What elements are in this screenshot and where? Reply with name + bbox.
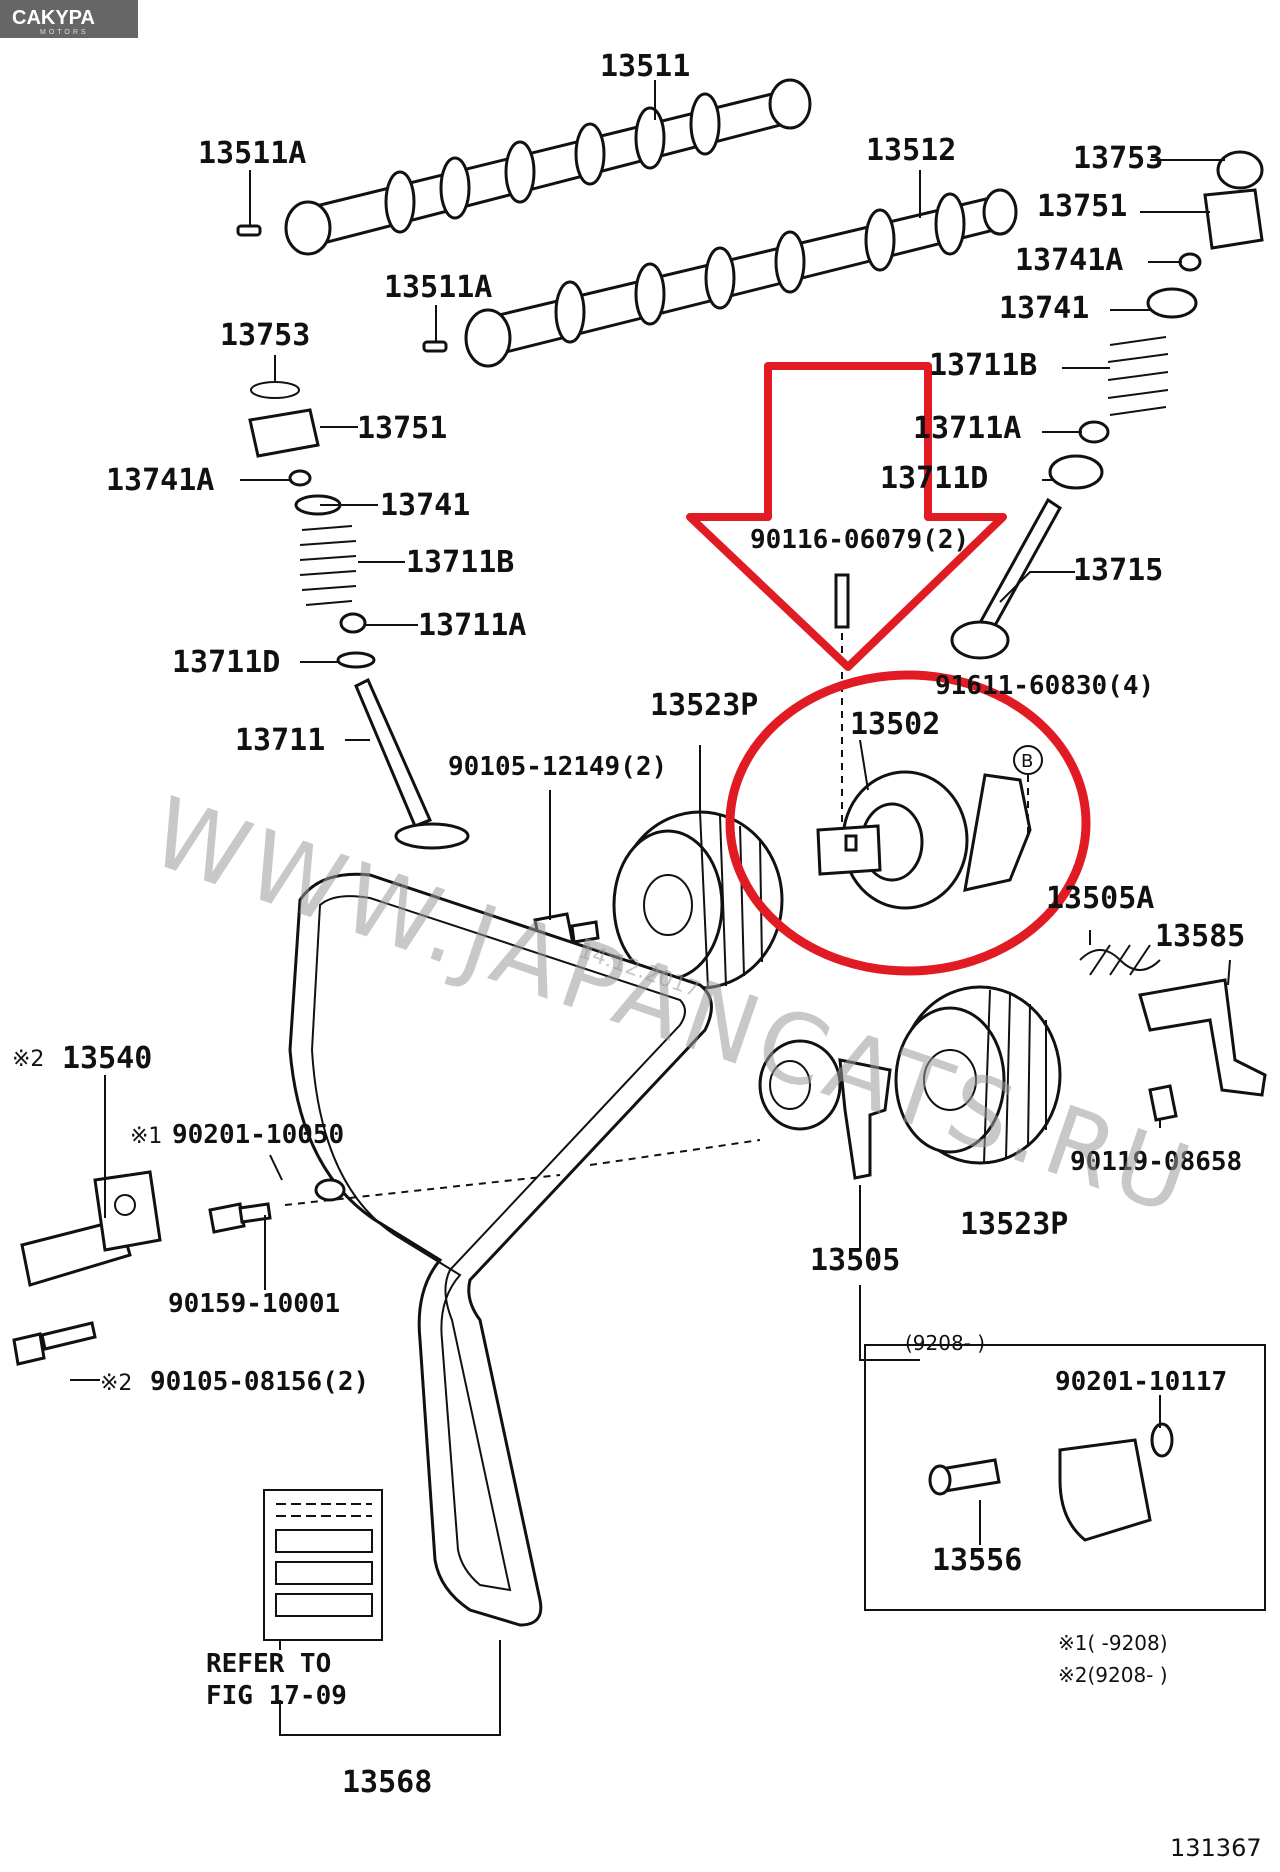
valve-train-right: [950, 150, 1264, 660]
part-label-13568: 13568: [342, 1765, 432, 1800]
part-label-90119-08658: 90119-08658: [1070, 1147, 1242, 1177]
part-label-90105-08156: 90105-08156(2): [150, 1367, 369, 1397]
inset-detail-box: [864, 1344, 1266, 1611]
part-label-13711B-right: 13711B: [929, 348, 1037, 383]
part-label-13556: 13556: [932, 1543, 1022, 1578]
part-label-13711: 13711: [235, 723, 325, 758]
part-label-13511A-upper: 13511A: [198, 136, 306, 171]
note-mark-2-b: ※2: [100, 1371, 132, 1396]
figure-number: 131367: [1170, 1834, 1262, 1862]
highlight-annotation: [686, 362, 1091, 976]
part-label-13585: 13585: [1155, 919, 1245, 954]
part-label-13511A-lower: 13511A: [384, 270, 492, 305]
part-label-90116-06079: 90116-06079(2): [750, 525, 969, 555]
red-down-arrow: [686, 362, 1007, 671]
part-label-90201-10050: 90201-10050: [172, 1120, 344, 1150]
part-label-13715: 13715: [1073, 553, 1163, 588]
part-label-13523P-upper: 13523P: [650, 688, 758, 723]
part-labels: 13511 13511A 13512 13511A 13753 13751 13…: [12, 49, 1262, 1862]
camshaft-position-sensor-13540: [12, 1170, 346, 1366]
note-mark-1-range: ※1( -9208): [1058, 1631, 1168, 1655]
valve-train-left: [248, 381, 470, 850]
logo-subtext: MOTORS: [40, 29, 89, 36]
note-mark-2-a: ※2: [12, 1047, 44, 1072]
part-label-13523P-lower: 13523P: [960, 1207, 1068, 1242]
part-label-13711B-left: 13711B: [406, 545, 514, 580]
refer-text-line1: REFER TO: [206, 1649, 331, 1679]
part-label-91611-60830: 91611-60830(4): [935, 671, 1154, 701]
part-label-90105-12149: 90105-12149(2): [448, 752, 667, 782]
part-label-13751-right: 13751: [1037, 189, 1127, 224]
part-label-13502: 13502: [850, 707, 940, 742]
part-label-13505A: 13505A: [1046, 881, 1154, 916]
part-label-13540: 13540: [62, 1041, 152, 1076]
timing-belt-tensioner-13502: B: [816, 573, 1043, 910]
inset-range-label: (9208- ): [905, 1331, 985, 1355]
part-label-13753-right: 13753: [1073, 141, 1163, 176]
part-label-13505: 13505: [810, 1243, 900, 1278]
part-label-13741A-right: 13741A: [1015, 243, 1123, 278]
camshaft-13511: [284, 78, 812, 256]
part-label-13741-left: 13741: [380, 488, 470, 523]
circle-b-mark: B: [1021, 751, 1033, 772]
brand-logo: CAKYPA MOTORS: [0, 0, 138, 38]
part-label-13741-right: 13741: [999, 291, 1089, 326]
part-label-13711D-left: 13711D: [172, 645, 280, 680]
camshaft-timing-pulley-upper: [612, 810, 784, 990]
part-label-13751-left: 13751: [357, 411, 447, 446]
leader-lines: [70, 80, 1231, 1736]
part-label-13711A-left: 13711A: [418, 608, 526, 643]
part-label-13512: 13512: [866, 133, 956, 168]
note-mark-2-range: ※2(9208- ): [1058, 1663, 1168, 1687]
red-highlight-circle: [725, 670, 1091, 976]
part-label-90201-10117: 90201-10117: [1055, 1367, 1227, 1397]
part-label-90159-10001: 90159-10001: [168, 1289, 340, 1319]
part-label-13741A-left: 13741A: [106, 463, 214, 498]
camshaft-timing-pulley-lower: [894, 985, 1062, 1165]
camshaft-13512: [464, 188, 1018, 368]
logo-text: CAKYPA: [12, 7, 95, 29]
refer-chart-icon: [263, 1489, 383, 1641]
part-label-13511: 13511: [600, 49, 690, 84]
idler-bracket-13585: [1138, 978, 1267, 1122]
part-label-13711A-right: 13711A: [913, 411, 1021, 446]
note-mark-1-a: ※1: [130, 1124, 162, 1149]
timing-belt-idler-13505: [758, 944, 1161, 1180]
refer-text-line2: FIG 17-09: [206, 1681, 347, 1711]
part-label-13711D-right: 13711D: [880, 461, 988, 496]
part-label-13753-left: 13753: [220, 318, 310, 353]
